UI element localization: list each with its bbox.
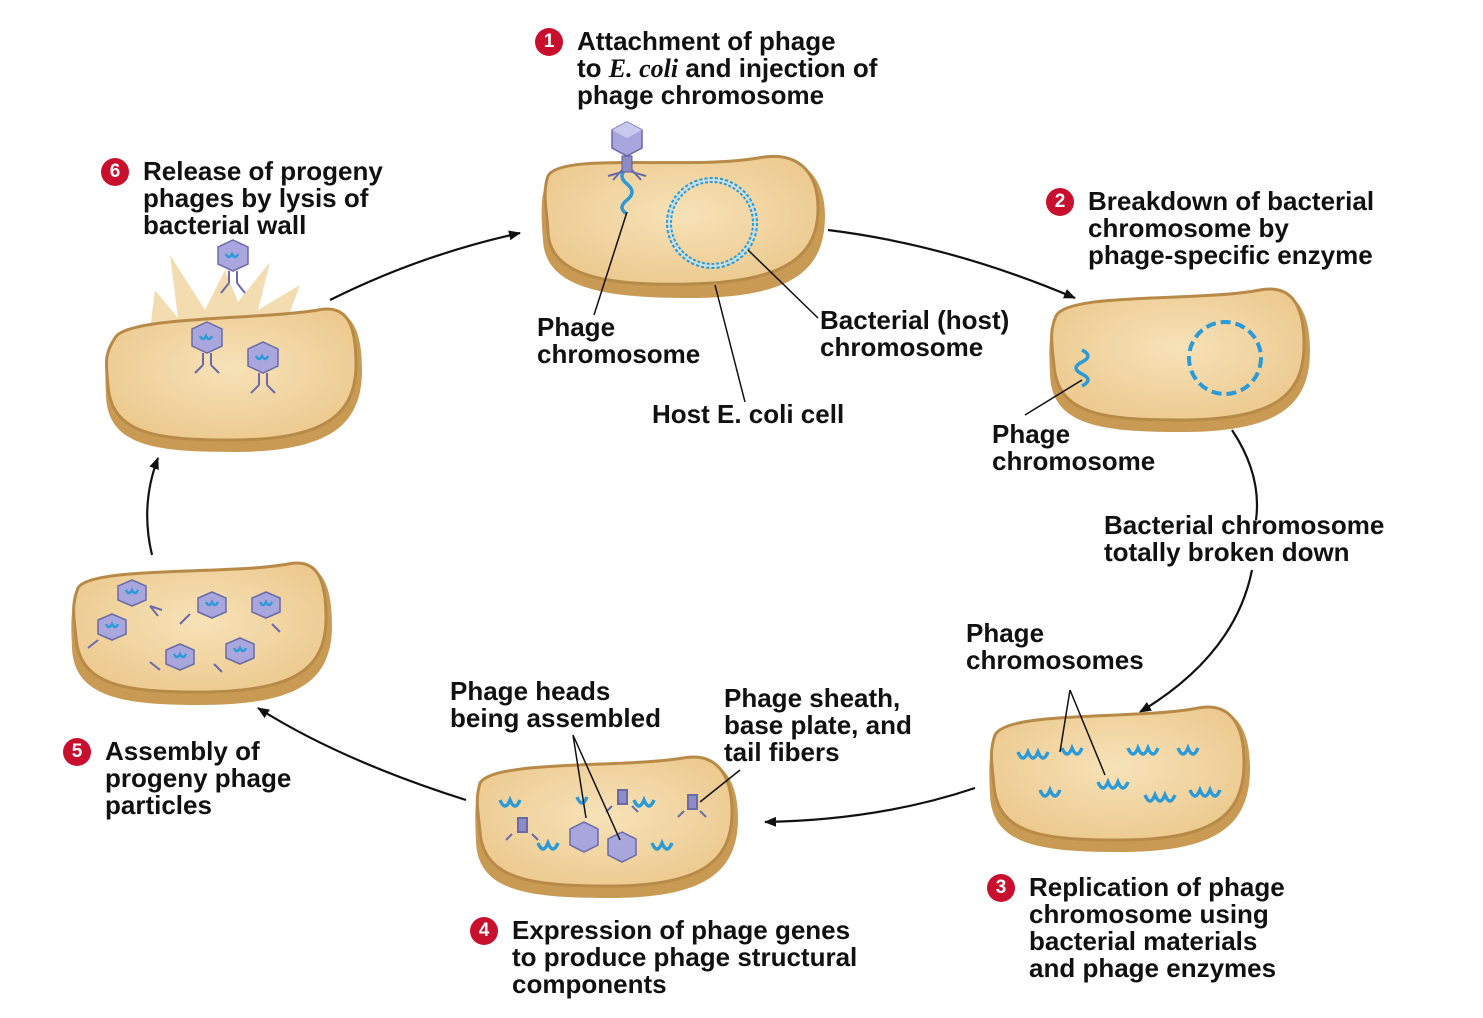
- label-phage-heads: Phage heads being assembled: [450, 676, 661, 733]
- cell-5-assembly: [71, 561, 332, 705]
- cell-6-release: [104, 239, 362, 452]
- cell-body: [475, 755, 734, 888]
- cell-3-replication: [989, 705, 1250, 852]
- phage-heads-assembling: [569, 821, 637, 863]
- step-3-caption: 3 Replication of phage chromosome using …: [987, 874, 1285, 982]
- leader-lines: [572, 211, 1106, 841]
- assembled-phages: [97, 579, 281, 671]
- e-coli-italic: E. coli: [608, 54, 679, 83]
- fragmented-chromosome: [1187, 320, 1263, 396]
- step-badge-2: 2: [1046, 188, 1074, 216]
- cell-4-expression: [475, 755, 738, 898]
- released-phages: [191, 239, 279, 374]
- cycle-arrows: [146, 228, 1259, 827]
- step-badge-1: 1: [535, 28, 563, 56]
- label-bacterial-host-chromosome: Bacterial (host) chromosome: [820, 305, 1010, 362]
- arrow-1-to-2: [827, 228, 1076, 300]
- step-5-caption: 5 Assembly of progeny phage particles: [63, 738, 291, 819]
- step-badge-6: 6: [101, 158, 129, 186]
- cell-body: [543, 155, 820, 286]
- step-badge-5: 5: [63, 738, 91, 766]
- cell-2-breakdown: [1049, 287, 1310, 432]
- step-badge-3: 3: [987, 874, 1015, 902]
- arrow-4-to-5: [257, 707, 467, 802]
- label-bacterial-chromosome-broken-down: Bacterial chromosome totally broken down: [1104, 510, 1385, 567]
- arrow-3-to-4: [764, 786, 976, 827]
- arrow-6-to-1: [329, 230, 521, 301]
- step-badge-4: 4: [470, 917, 498, 945]
- cell-body: [990, 705, 1246, 842]
- step-6-caption: 6 Release of progeny phages by lysis of …: [101, 158, 383, 239]
- cell-1-attachment: [541, 121, 825, 298]
- arrow-2-to-3: [1140, 429, 1259, 712]
- step-2-caption: 2 Breakdown of bacterial chromosome by p…: [1046, 188, 1374, 269]
- step-1-caption: 1 Attachment of phage to E. coli and inj…: [535, 28, 877, 109]
- label-phage-sheath: Phage sheath, base plate, and tail fiber…: [724, 683, 912, 767]
- label-host-e-coli-cell: Host E. coli cell: [652, 399, 845, 429]
- label-phage-chromosome-2: Phage chromosome: [992, 419, 1156, 476]
- phage-chromosome-2: [1074, 348, 1090, 388]
- arrow-5-to-6: [146, 457, 160, 556]
- chromosomes-4: [498, 795, 674, 851]
- step-4-caption: 4 Expression of phage genes to produce p…: [470, 917, 857, 998]
- replicated-chromosomes: [1016, 743, 1222, 803]
- lysis-spikes: [150, 255, 300, 330]
- label-phage-chromosomes-3: Phage chromosomes: [966, 618, 1144, 675]
- injected-phage-chromosome: [620, 166, 634, 216]
- cell-body: [1050, 287, 1306, 422]
- label-phage-chromosome-1: Phage chromosome: [537, 312, 701, 369]
- cell-body: [104, 307, 358, 442]
- attached-phage-icon: [607, 121, 647, 181]
